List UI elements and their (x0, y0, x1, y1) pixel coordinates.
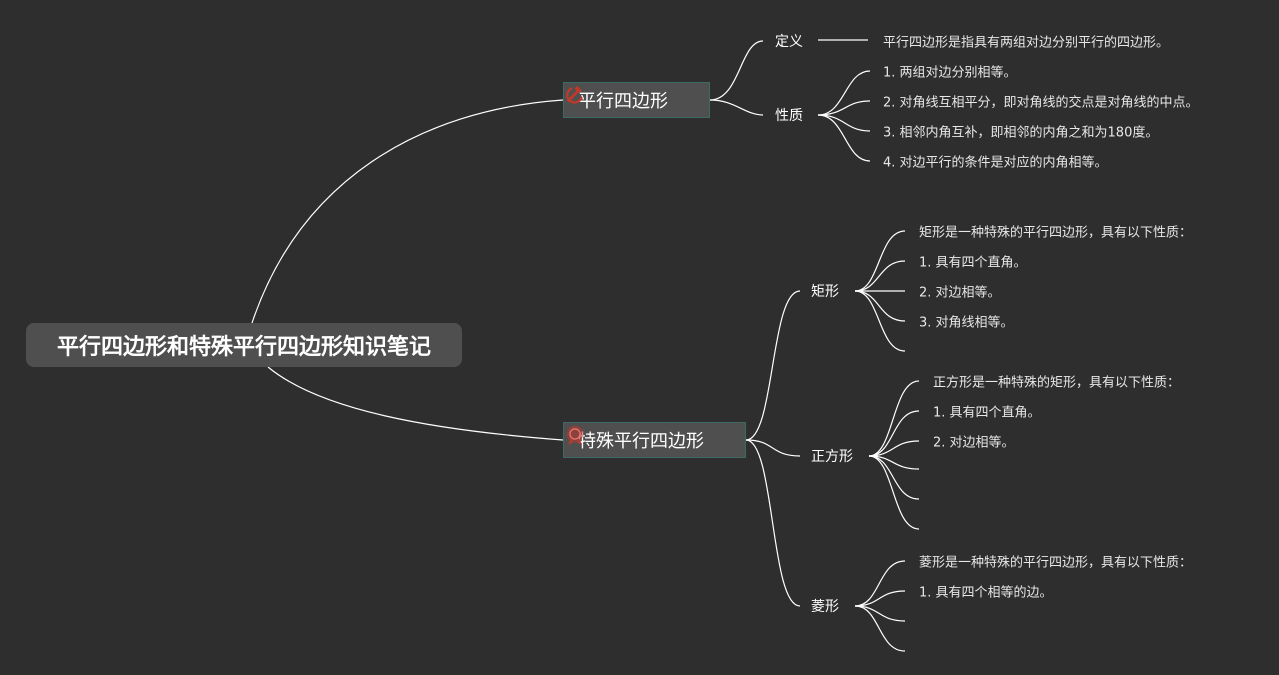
root-topic[interactable]: 平行四边形和特殊平行四边形知识笔记 (26, 323, 462, 367)
list-item[interactable]: 1. 具有四个相等的边。 (919, 585, 1053, 601)
list-item[interactable]: 1. 具有四个直角。 (919, 255, 1027, 271)
list-item[interactable]: 正方形是一种特殊的矩形，具有以下性质： (933, 375, 1181, 391)
topic-rhombus[interactable]: 菱形 (811, 599, 839, 615)
list-item[interactable]: 3. 对角线相等。 (919, 315, 1014, 331)
hammer-sickle-icon (566, 85, 583, 104)
connector-line (854, 260, 906, 292)
connector-line (817, 70, 871, 116)
branch-label: 平行四边形 (578, 91, 668, 112)
topic-square[interactable]: 正方形 (811, 449, 853, 465)
list-item[interactable]: 2. 对边相等。 (919, 285, 1001, 301)
branch-label: 特殊平行四边形 (578, 431, 704, 452)
connector-line (854, 230, 906, 292)
connector-line (709, 40, 764, 101)
connector-line (868, 455, 920, 500)
connector-line (817, 114, 871, 162)
connector-line (745, 439, 801, 607)
connector-line (854, 605, 906, 652)
connector-line (854, 605, 906, 622)
connector-line (854, 590, 906, 607)
connector-line (868, 410, 920, 457)
connector-line (868, 380, 920, 457)
list-item[interactable]: 1. 具有四个直角。 (933, 405, 1041, 421)
connector-line (251, 99, 564, 324)
branch-parallelogram[interactable]: 平行四边形 (563, 82, 710, 118)
connector-line (745, 290, 801, 441)
topic-definition[interactable]: 定义 (775, 34, 803, 50)
connector-line (267, 366, 564, 441)
list-item[interactable]: 2. 对角线互相平分，即对角线的交点是对角线的中点。 (883, 95, 1199, 111)
connector-line (868, 440, 920, 457)
connector-line (854, 290, 906, 322)
list-item[interactable]: 3. 相邻内角互补，即相邻的内角之和为180度。 (883, 125, 1159, 141)
topic-rectangle[interactable]: 矩形 (811, 284, 839, 300)
connector-line (868, 455, 920, 530)
topic-properties[interactable]: 性质 (775, 108, 803, 124)
list-item[interactable]: 平行四边形是指具有两组对边分别平行的四边形。 (883, 35, 1170, 51)
branch-special-parallelogram[interactable]: 特殊平行四边形 (563, 422, 746, 458)
list-item[interactable]: 2. 对边相等。 (933, 435, 1015, 451)
list-item[interactable]: 菱形是一种特殊的平行四边形，具有以下性质： (919, 555, 1193, 571)
connector-line (817, 114, 871, 132)
connector-line (817, 100, 871, 116)
connector-line (854, 290, 906, 352)
list-item[interactable]: 4. 对边平行的条件是对应的内角相等。 (883, 155, 1108, 171)
connector-line (854, 560, 906, 607)
list-item[interactable]: 矩形是一种特殊的平行四边形，具有以下性质： (919, 225, 1193, 241)
connector-line (868, 455, 920, 470)
connector-line (709, 99, 764, 116)
ribbon-badge-icon (566, 425, 584, 445)
connector-line (745, 439, 801, 457)
root-title: 平行四边形和特殊平行四边形知识笔记 (56, 335, 431, 360)
list-item[interactable]: 1. 两组对边分别相等。 (883, 65, 1017, 81)
